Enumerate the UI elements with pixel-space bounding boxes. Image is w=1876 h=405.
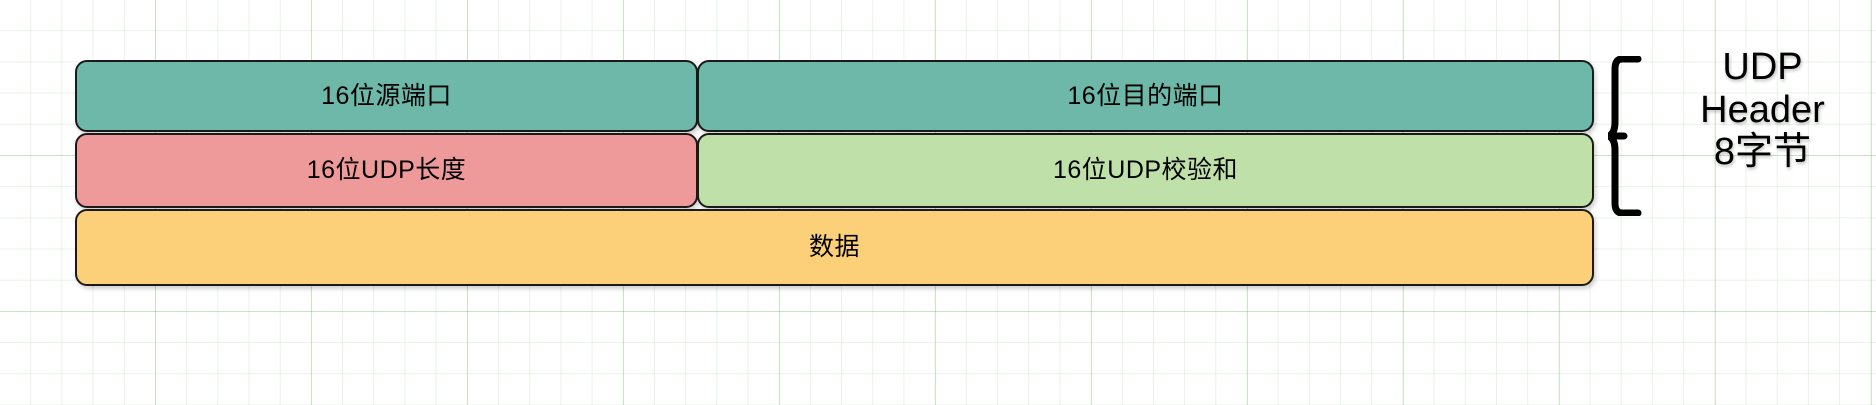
field-source-port: 16位源端口 bbox=[75, 60, 698, 132]
field-udp-length-label: 16位UDP长度 bbox=[306, 156, 467, 184]
field-udp-checksum: 16位UDP校验和 bbox=[697, 133, 1594, 208]
annotation-line-3: 8字节 bbox=[1713, 131, 1812, 174]
field-source-port-label: 16位源端口 bbox=[321, 81, 452, 110]
udp-header-annotation: UDP Header 8字节 bbox=[1655, 46, 1870, 174]
field-udp-checksum-label: 16位UDP校验和 bbox=[1052, 156, 1239, 184]
curly-brace-icon bbox=[1608, 56, 1650, 216]
field-destination-port-label: 16位目的端口 bbox=[1067, 81, 1224, 110]
field-data-payload-label: 数据 bbox=[808, 233, 860, 261]
field-data-payload: 数据 bbox=[75, 209, 1594, 286]
annotation-line-2: Header bbox=[1700, 88, 1825, 131]
annotation-line-1: UDP bbox=[1722, 46, 1803, 88]
field-destination-port: 16位目的端口 bbox=[697, 60, 1594, 132]
field-udp-length: 16位UDP长度 bbox=[75, 133, 698, 208]
